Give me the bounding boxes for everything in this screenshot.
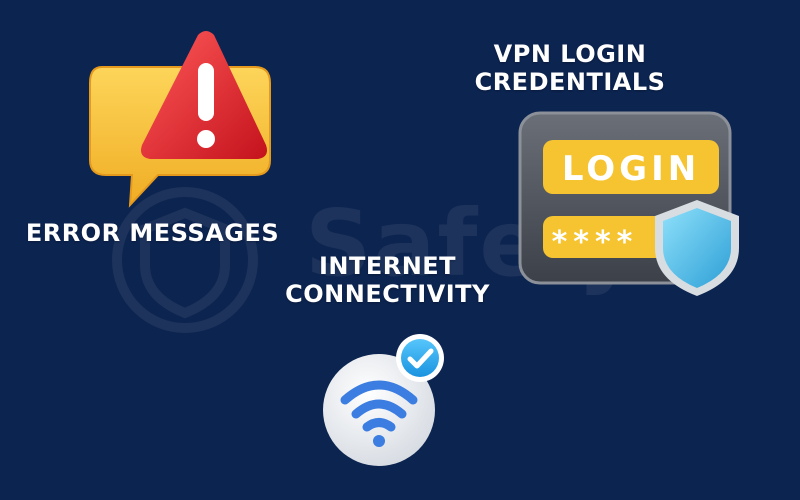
vpn-label-line2: CREDENTIALS — [474, 68, 666, 97]
wifi-icon — [323, 334, 444, 466]
watermark-shield-icon — [112, 187, 258, 333]
vpn-label-line1: VPN LOGIN — [493, 40, 647, 68]
password-mask: **** — [552, 225, 639, 260]
internet-connectivity-label: INTERNET CONNECTIVITY — [275, 252, 500, 309]
shield-icon — [655, 200, 739, 296]
vpn-login-credentials-label: VPN LOGIN CREDENTIALS — [455, 40, 685, 97]
login-title: LOGIN — [562, 149, 700, 189]
net-label-line1: INTERNET — [318, 252, 457, 280]
warning-icon — [89, 31, 271, 208]
login-card-icon: LOGIN **** — [518, 111, 739, 296]
error-messages-label: ERROR MESSAGES — [25, 219, 280, 247]
net-label-line2: CONNECTIVITY — [285, 280, 490, 309]
check-badge-icon — [396, 334, 444, 382]
